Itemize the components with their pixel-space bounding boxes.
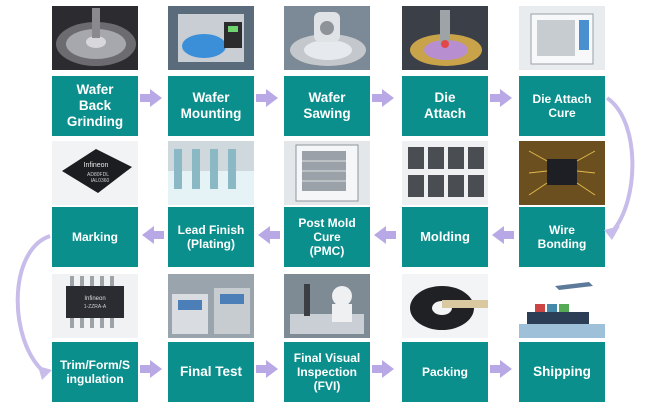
flow-arrow-right <box>140 89 162 107</box>
flow-arrow-left <box>142 226 164 244</box>
wafer-mounter-photo <box>168 6 254 70</box>
curve-row2-to-row3 <box>15 234 51 374</box>
shipping-photo <box>519 274 605 338</box>
test-floor-photo <box>168 274 254 338</box>
step-label: Packing <box>402 342 488 402</box>
chip-part-text: 1-ZZRA-A <box>84 304 107 310</box>
flow-arrow-right <box>256 360 278 378</box>
chip-brand-text: Infineon <box>84 162 109 169</box>
step-label: Marking <box>52 207 138 267</box>
flow-arrow-left <box>492 226 514 244</box>
die-attach-photo <box>402 6 488 70</box>
wafer-saw-photo <box>284 6 370 70</box>
flow-arrow-left <box>374 226 396 244</box>
wafer-grinder-photo <box>52 6 138 70</box>
singulated-chip-photo: Infineon 1-ZZRA-A <box>52 274 138 338</box>
flow-arrow-right <box>372 89 394 107</box>
molded-strip-photo <box>402 141 488 205</box>
plating-line-photo <box>168 141 254 205</box>
flow-arrow-right <box>490 89 512 107</box>
tape-reel-photo <box>402 274 488 338</box>
inspection-photo <box>284 274 370 338</box>
step-label: Shipping <box>519 342 605 402</box>
curve-row1-to-row2 <box>605 96 635 234</box>
curve-arrowhead <box>604 226 620 240</box>
chip-brand-text: Infineon <box>84 296 105 302</box>
chip-part-text: AD80FDL <box>87 172 109 178</box>
flow-arrow-left <box>258 226 280 244</box>
curve-arrowhead <box>38 366 52 380</box>
pmc-oven-photo <box>284 141 370 205</box>
flow-arrow-right <box>256 89 278 107</box>
flow-arrow-right <box>490 360 512 378</box>
step-label: Final Test <box>168 342 254 402</box>
flow-arrow-right <box>140 360 162 378</box>
step-label: Molding <box>402 207 488 267</box>
wire-bond-photo <box>519 141 605 205</box>
step-label: Lead Finish(Plating) <box>168 207 254 267</box>
cure-oven-photo <box>519 6 605 70</box>
flow-arrow-right <box>372 360 394 378</box>
chip-part-text: IAL0360 <box>91 178 110 184</box>
